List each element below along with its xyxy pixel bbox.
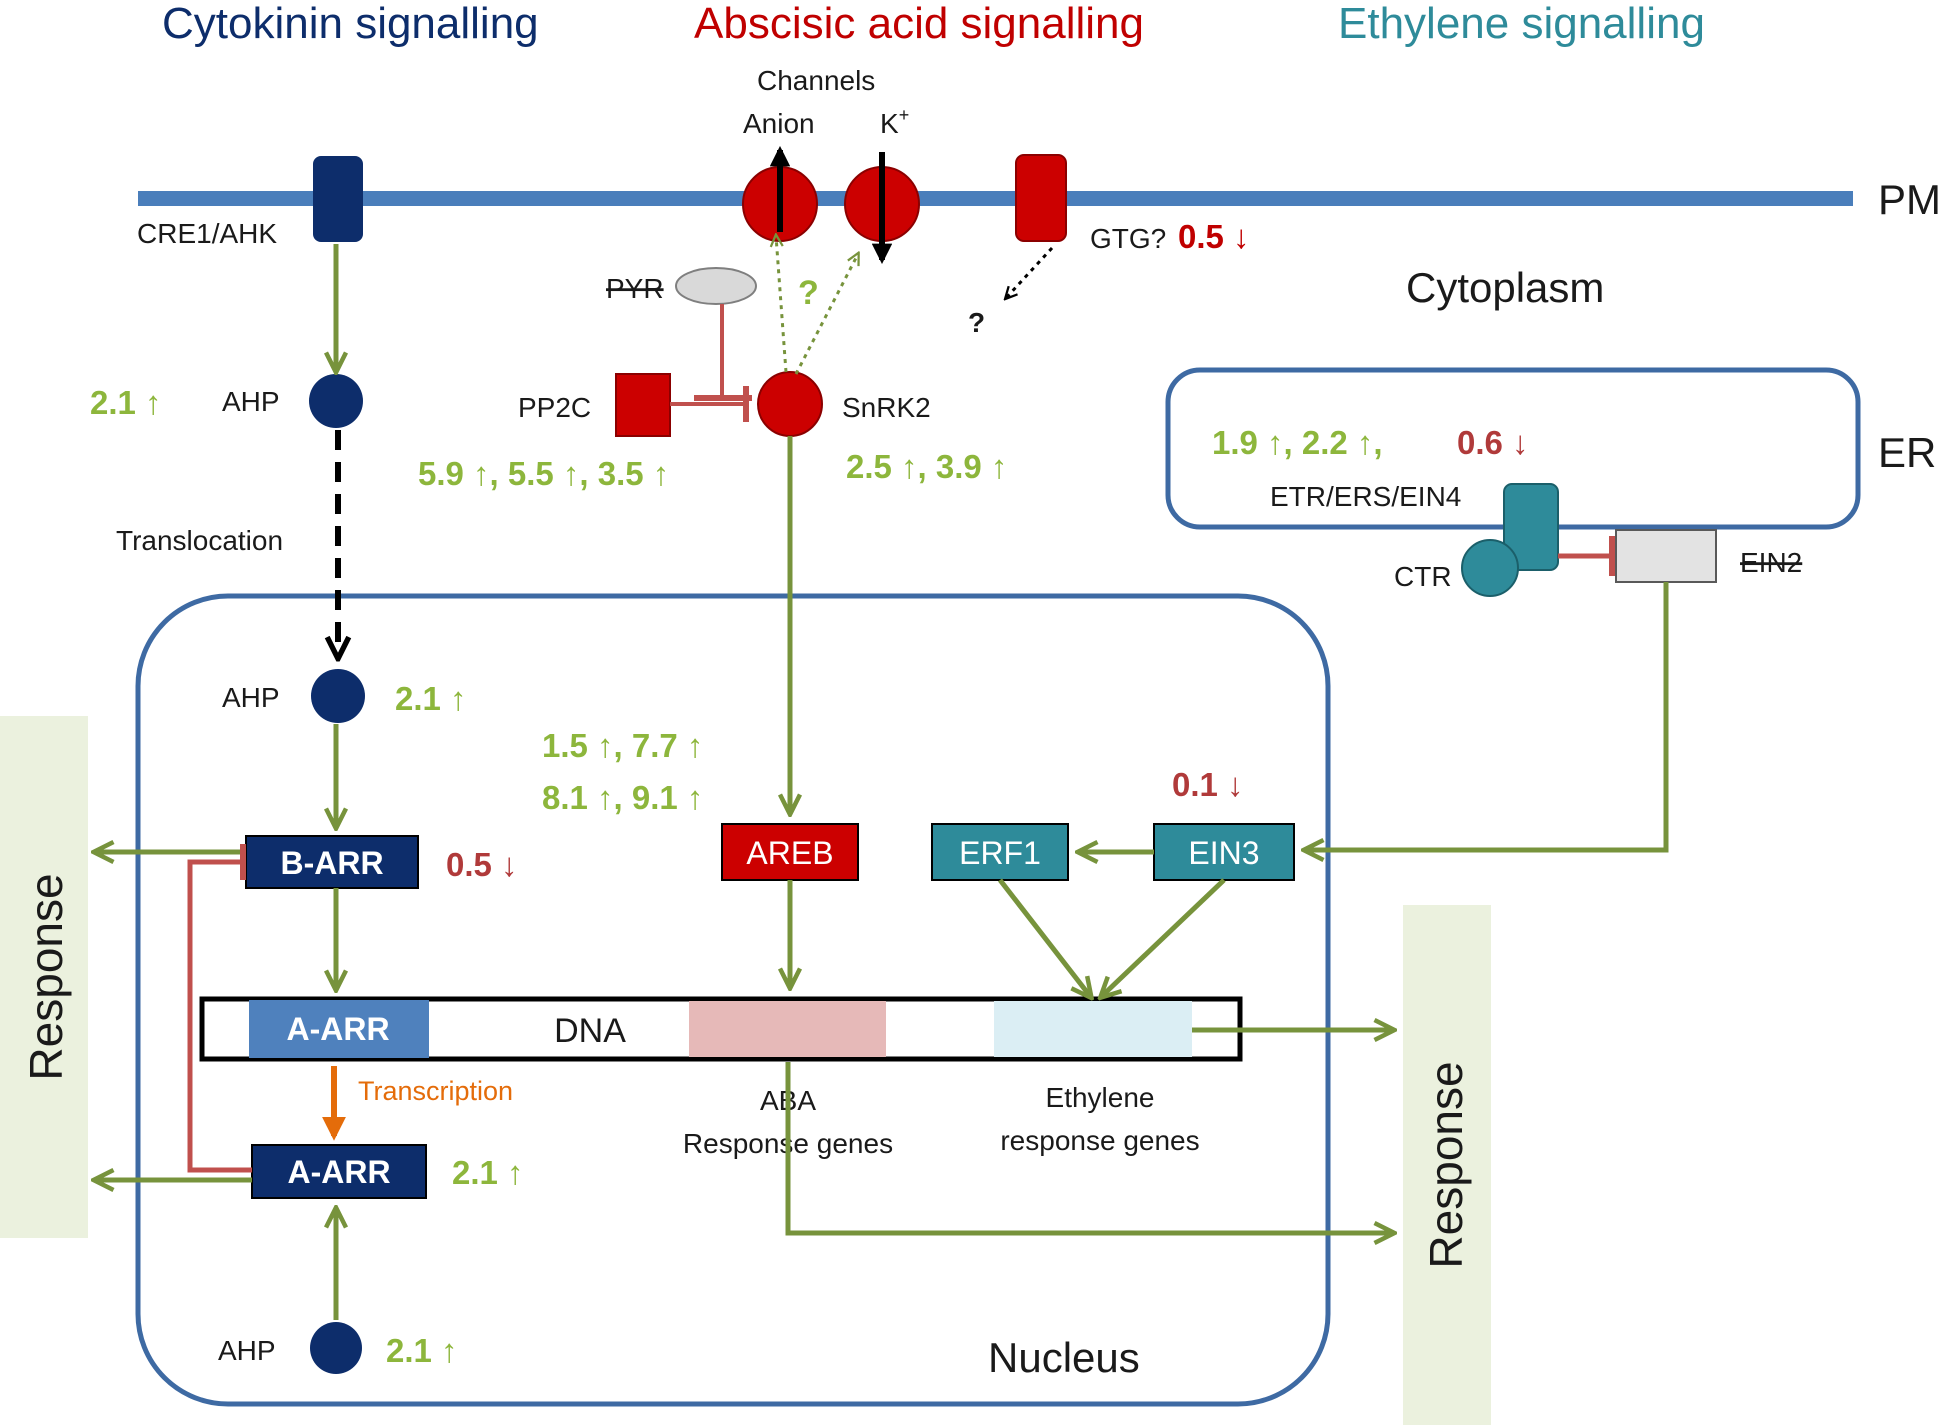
ahp-bottom-node	[310, 1322, 362, 1374]
eth-genes-label-2: response genes	[1000, 1125, 1199, 1156]
ein3-value: 0.1 ↓	[1172, 766, 1244, 803]
pp2c-values: 5.9 ↑, 5.5 ↑, 3.5 ↑	[418, 455, 669, 492]
pp2c-box	[615, 373, 671, 437]
cytoplasm-label: Cytoplasm	[1406, 264, 1604, 311]
barr-box	[245, 835, 419, 889]
aba-response-arrow	[785, 1062, 1392, 1233]
ahp-bottom-label: AHP	[218, 1335, 276, 1366]
ethylene-header: Ethylene signalling	[1338, 0, 1705, 48]
gtg-receptor	[1015, 154, 1067, 242]
k-label: K+	[880, 105, 909, 139]
ahp-mid-label: AHP	[222, 682, 280, 713]
transcription-label: Transcription	[358, 1076, 513, 1106]
dna-label: DNA	[554, 1012, 626, 1050]
pyr-receptor	[675, 267, 757, 305]
cytokinin-header: Cytokinin signalling	[162, 0, 539, 48]
response-label-left: Response	[20, 873, 72, 1080]
er-values-green: 1.9 ↑, 2.2 ↑,	[1212, 424, 1383, 461]
ctr-node	[1461, 539, 1519, 597]
snrk2-values: 2.5 ↑, 3.9 ↑	[846, 448, 1007, 485]
response-panel-left	[0, 716, 88, 1238]
plasma-membrane	[138, 191, 1853, 206]
areb-box	[721, 823, 859, 881]
aarr-label: A-ARR	[287, 1154, 390, 1190]
gtg-label: GTG?	[1090, 223, 1166, 254]
ahp-top-node	[309, 374, 363, 428]
nucleus-label: Nucleus	[988, 1334, 1140, 1381]
aarr-value: 2.1 ↑	[452, 1154, 524, 1191]
ahp-top-value: 2.1 ↑	[90, 384, 162, 421]
gtg-question: ?	[968, 307, 985, 338]
ahp-bottom-value: 2.1 ↑	[386, 1332, 458, 1369]
ethylene-response-gene	[994, 1001, 1192, 1057]
areb-label: AREB	[746, 835, 833, 871]
aarr-box	[251, 1144, 427, 1199]
ahp-top-label: AHP	[222, 386, 280, 417]
areb-values-line2: 8.1 ↑, 9.1 ↑	[542, 779, 703, 816]
ctr-label: CTR	[1394, 561, 1452, 592]
ahp-mid-node	[311, 669, 365, 723]
aarr-gene	[249, 1000, 429, 1058]
cre1-receptor	[313, 156, 363, 242]
erf1-to-gene-arrow	[998, 878, 1090, 996]
barr-value: 0.5 ↓	[446, 846, 518, 883]
areb-values-line1: 1.5 ↑, 7.7 ↑	[542, 727, 703, 764]
anion-label: Anion	[743, 108, 815, 139]
pyr-label: PYR	[606, 273, 664, 304]
er-label: ER	[1878, 429, 1936, 476]
etr-label: ETR/ERS/EIN4	[1270, 481, 1461, 512]
snrk2-question: ?	[798, 274, 819, 312]
er-values-red: 0.6 ↓	[1457, 424, 1529, 461]
nucleus-membrane	[135, 593, 1331, 1407]
ein2-label: EIN2	[1740, 547, 1802, 578]
pp2c-label: PP2C	[518, 392, 591, 423]
gtg-value: 0.5 ↓	[1178, 218, 1250, 255]
snrk2-to-k-arrow	[794, 254, 858, 375]
etr-receptor	[1503, 483, 1559, 571]
barr-label: B-ARR	[280, 845, 383, 881]
cre1-label: CRE1/AHK	[137, 218, 277, 249]
gtg-unknown-arrow	[1006, 246, 1054, 298]
pm-label: PM	[1878, 176, 1941, 223]
erf1-box	[931, 823, 1069, 881]
ein3-label: EIN3	[1188, 835, 1259, 871]
ein2-box	[1615, 529, 1717, 583]
ein3-box	[1153, 823, 1295, 881]
snrk2-to-anion-arrow	[776, 236, 788, 373]
ein3-to-gene-arrow	[1102, 878, 1226, 996]
response-label-right: Response	[1420, 1061, 1472, 1268]
aarr-gene-label: A-ARR	[286, 1011, 389, 1047]
response-panel-right	[1403, 905, 1491, 1425]
snrk2-label: SnRK2	[842, 392, 931, 423]
aarr-inhibits-barr-line	[187, 859, 252, 1173]
aba-header: Abscisic acid signalling	[694, 0, 1144, 48]
channels-label: Channels	[757, 65, 875, 96]
ein2-to-ein3-arrow	[1306, 582, 1669, 850]
translocation-label: Translocation	[116, 525, 283, 556]
ahp-mid-value: 2.1 ↑	[395, 680, 467, 717]
eth-genes-label-1: Ethylene	[1046, 1082, 1155, 1113]
snrk2-node	[757, 371, 823, 437]
erf1-label: ERF1	[959, 835, 1041, 871]
aba-response-gene	[689, 1001, 886, 1057]
